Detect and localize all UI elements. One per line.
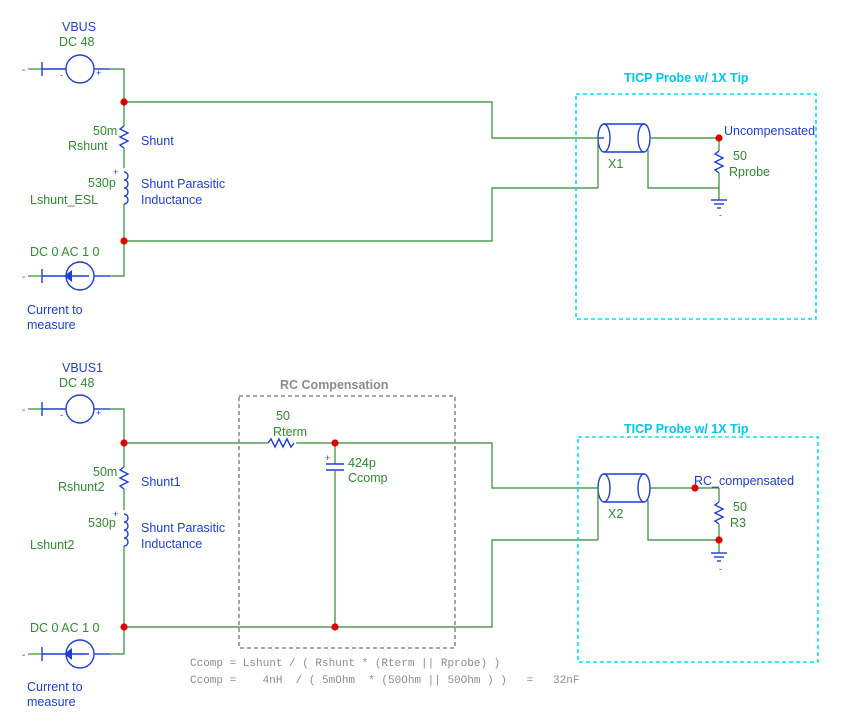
formula-line-2: Ccomp = 4nH / ( 5mOhm * (50Ohm || 50Ohm … [190,675,579,687]
rterm-resistor[interactable] [267,437,295,449]
r3-value: 50 [733,500,747,514]
top-source-value: DC 48 [59,35,94,49]
bottom-probe-box [577,436,819,663]
top-node-upper [120,98,128,106]
bottom-current-source[interactable]: - [22,639,110,669]
bottom-node-cap-top [331,439,339,447]
top-shunt-ref: Rshunt [68,139,108,153]
bottom-source-value: DC 48 [59,376,94,390]
svg-text:+: + [96,68,101,78]
top-tline-ref: X1 [608,157,623,171]
bottom-node-cap-bottom [331,623,339,631]
ccomp-value: 424p [348,456,376,470]
top-voltage-source[interactable]: - + - [22,54,110,84]
bottom-voltage-source[interactable]: - + - [22,394,110,424]
bottom-net-label: RC_compensated [694,474,794,488]
svg-text:+: + [96,408,101,418]
bottom-shunt-ref: Rshunt2 [58,480,105,494]
top-current-source[interactable]: - [22,261,110,291]
top-ind-label-1: Shunt Parasitic [141,177,225,191]
top-isrc-label-1: Current to [27,303,83,317]
bottom-node-r3-bottom [715,536,723,544]
rterm-value: 50 [276,409,290,423]
bottom-ind-label-2: Inductance [141,537,202,551]
top-shunt-label: Shunt [141,134,174,148]
bottom-wire-positive-b [296,442,598,489]
top-rprobe-value: 50 [733,149,747,163]
bottom-isrc-label-2: measure [27,695,76,709]
top-wire-negative [124,187,598,242]
top-circuit: - + - VBUS DC 48 50m Rshunt Shunt + 530p… [22,20,817,332]
ccomp-ref: Ccomp [348,471,388,485]
rterm-ref: Rterm [273,425,307,439]
top-node-net [715,134,723,142]
bottom-shunt-resistor[interactable] [118,443,130,510]
top-wire-source-down [110,68,125,102]
bottom-node-upper [120,439,128,447]
bottom-tline-ref: X2 [608,507,623,521]
top-probe-title: TICP Probe w/ 1X Tip [624,71,749,85]
bottom-ind-value: 530p [88,516,116,530]
top-probe-box [575,93,817,320]
bottom-isrc-value: DC 0 AC 1 0 [30,621,100,635]
top-ind-value: 530p [88,176,116,190]
rc-compensation-title: RC Compensation [280,378,388,392]
rc-compensation-box [238,395,456,649]
ccomp-capacitor[interactable] [326,443,344,627]
top-isrc-value: DC 0 AC 1 0 [30,245,100,259]
top-ind-ref: Lshunt_ESL [30,193,98,207]
svg-text:-: - [22,65,25,76]
bottom-node-lower [120,623,128,631]
bottom-shunt-value: 50m [93,465,117,479]
top-source-name: VBUS [62,20,96,34]
top-wire-positive [124,101,598,139]
top-transmission-line[interactable] [597,123,719,189]
bottom-ind-label-1: Shunt Parasitic [141,521,225,535]
svg-text:-: - [60,410,63,420]
svg-text:-: - [22,650,25,661]
svg-text:-: - [22,405,25,416]
top-isrc-label-2: measure [27,318,76,332]
r3-resistor[interactable] [711,488,727,562]
bottom-shunt-label: Shunt1 [141,475,181,489]
svg-text:+: + [325,453,330,463]
top-ind-label-2: Inductance [141,193,202,207]
top-node-lower [120,237,128,245]
svg-text:-: - [719,564,722,574]
bottom-wire-negative [124,539,598,628]
bottom-isrc-label-1: Current to [27,680,83,694]
svg-text:+: + [113,167,118,177]
svg-text:-: - [60,70,63,80]
top-net-label: Uncompensated [724,124,815,138]
top-shunt-resistor[interactable] [118,102,130,168]
svg-text:-: - [719,210,722,220]
bottom-source-name: VBUS1 [62,361,103,375]
bottom-inductor[interactable] [123,513,129,627]
bottom-node-net [691,484,699,492]
top-shunt-value: 50m [93,124,117,138]
bottom-circuit: - + - VBUS1 DC 48 50m Rshunt2 Shunt1 + 5… [22,361,819,709]
top-rprobe-resistor[interactable] [711,138,727,209]
top-rprobe-ref: Rprobe [729,165,770,179]
bottom-transmission-line[interactable] [597,473,719,541]
r3-ref: R3 [730,516,746,530]
bottom-probe-title: TICP Probe w/ 1X Tip [624,422,749,436]
svg-text:-: - [22,272,25,283]
top-inductor[interactable] [123,171,129,241]
svg-text:+: + [113,509,118,519]
bottom-ind-ref: Lshunt2 [30,538,75,552]
formula-line-1: Ccomp = Lshunt / ( Rshunt * (Rterm || Rp… [190,658,500,670]
